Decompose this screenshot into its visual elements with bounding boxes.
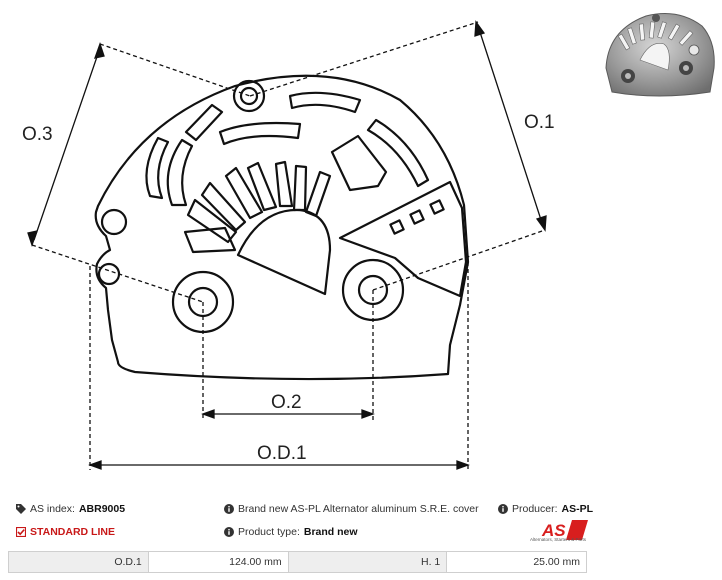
description-text: Brand new AS-PL Alternator aluminum S.R.… [238,503,479,515]
technical-drawing [27,20,547,470]
spec-value: 25.00 mm [446,551,587,573]
dimension-o1-label: O.1 [524,112,555,133]
as-index-label: AS index: [30,503,75,515]
spec-value: 124.00 mm [147,551,289,573]
producer-label: Producer: [512,503,558,515]
dimension-od1-label: O.D.1 [257,443,307,464]
tag-icon [16,504,26,514]
standard-line-row: STANDARD LINE [16,526,115,538]
left-upper-hole [100,208,128,236]
spec-label: O.D.1 [8,551,149,573]
standard-line-text: STANDARD LINE [30,526,115,538]
cover-outline [94,74,470,381]
logo-text: AS [541,521,566,540]
top-mount-boss [232,79,266,113]
as-index-value: ABR9005 [78,503,126,515]
spec-table: O.D.1 124.00 mm H. 1 25.00 mm [8,551,587,573]
info-icon [498,504,508,514]
product-type-label: Product type: [238,526,300,538]
producer-value: AS-PL [561,503,594,515]
spec-label: H. 1 [287,551,448,573]
table-row: O.D.1 124.00 mm H. 1 25.00 mm [8,551,587,573]
product-type-value: Brand new [303,526,358,538]
logo-tagline: Alternators, Starters & Parts [530,537,587,542]
info-icon [224,504,234,514]
dimension-o2-label: O.2 [271,392,302,413]
central-window [236,208,332,296]
product-thumbnail [605,13,715,97]
as-pl-logo: AS [541,520,588,540]
dimension-o3-label: O.3 [22,124,53,145]
description-row: Brand new AS-PL Alternator aluminum S.R.… [224,503,479,515]
product-type-row: Product type: Brand new [224,526,358,538]
left-lower-hole [97,262,121,286]
as-index-row: AS index: ABR9005 [16,503,125,515]
info-icon [224,527,234,537]
checkbox-icon [16,527,26,537]
producer-row: Producer: AS-PL [498,503,593,515]
